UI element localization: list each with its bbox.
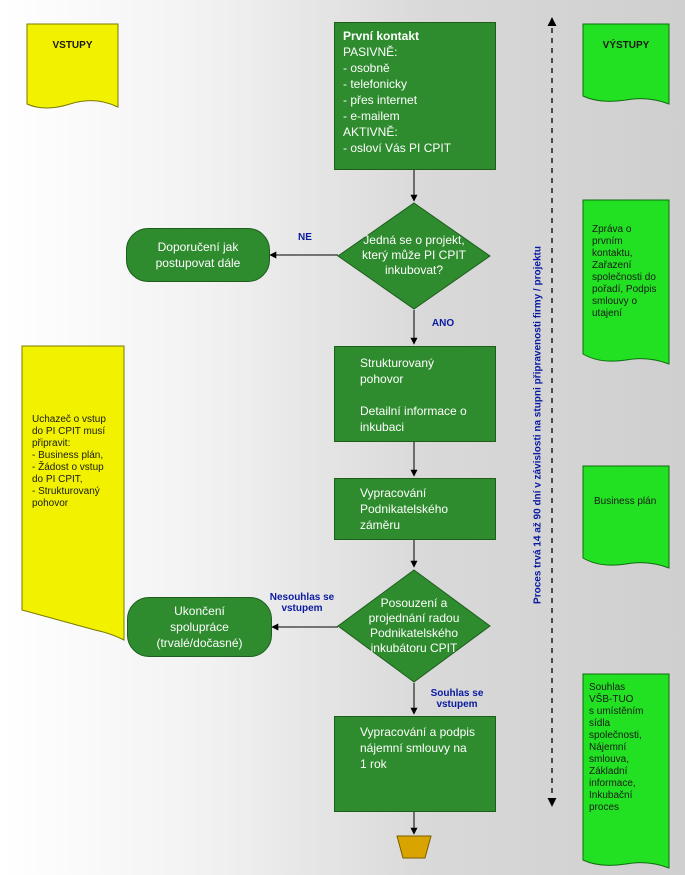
decision-diamond-1 bbox=[337, 202, 491, 310]
business-plan-output-document bbox=[582, 465, 670, 569]
final-output-document bbox=[582, 673, 670, 869]
off-page-connector bbox=[396, 835, 432, 859]
applicant-input-document bbox=[21, 345, 125, 641]
first-contact-output-document bbox=[582, 199, 670, 365]
duration-note: Proces trvá 14 až 90 dní v závislosti na… bbox=[532, 246, 544, 604]
outputs-title: VÝSTUPY bbox=[602, 40, 650, 51]
applicant-requirements: Uchazeč o vstup do PI CPIT musí připravi… bbox=[32, 414, 106, 509]
yes-label: ANO bbox=[431, 318, 455, 329]
recommendation-terminator: Doporučení jak postupovat dále bbox=[126, 228, 270, 282]
final-output-text: Souhlas VŠB-TUO s umístěním sídla společ… bbox=[589, 682, 644, 813]
decision2-text: Posouzení a projednání radou Podnikatels… bbox=[368, 596, 460, 655]
decision-diamond-2 bbox=[337, 569, 491, 683]
inputs-header-document bbox=[26, 23, 119, 109]
business-plan-step-box: Vypracování Podnikatelského záměru bbox=[334, 478, 496, 540]
first-contact-heading: První kontakt bbox=[343, 29, 420, 43]
end-cooperation-terminator: Ukončení spolupráce (trvalé/dočasné) bbox=[127, 597, 272, 657]
business-plan-output-text: Business plán bbox=[594, 496, 657, 507]
agree-label: Souhlas se vstupem bbox=[430, 688, 484, 710]
disagree-label: Nesouhlas se vstupem bbox=[269, 592, 335, 614]
inputs-title: VSTUPY bbox=[52, 40, 93, 51]
no-label: NE bbox=[298, 232, 312, 243]
lease-box: Vypracování a podpis nájemní smlouvy na … bbox=[334, 716, 496, 812]
first-contact-box: První kontakt PASIVNĚ: - osobně - telefo… bbox=[334, 22, 496, 170]
interview-box: Strukturovaný pohovor Detailní informace… bbox=[334, 346, 496, 442]
first-contact-output-text: Zpráva o prvním kontaktu, Zařazení spole… bbox=[592, 224, 657, 319]
outputs-header-document bbox=[582, 23, 670, 105]
decision1-text: Jedná se o projekt, který může PI CPIT i… bbox=[361, 233, 467, 277]
